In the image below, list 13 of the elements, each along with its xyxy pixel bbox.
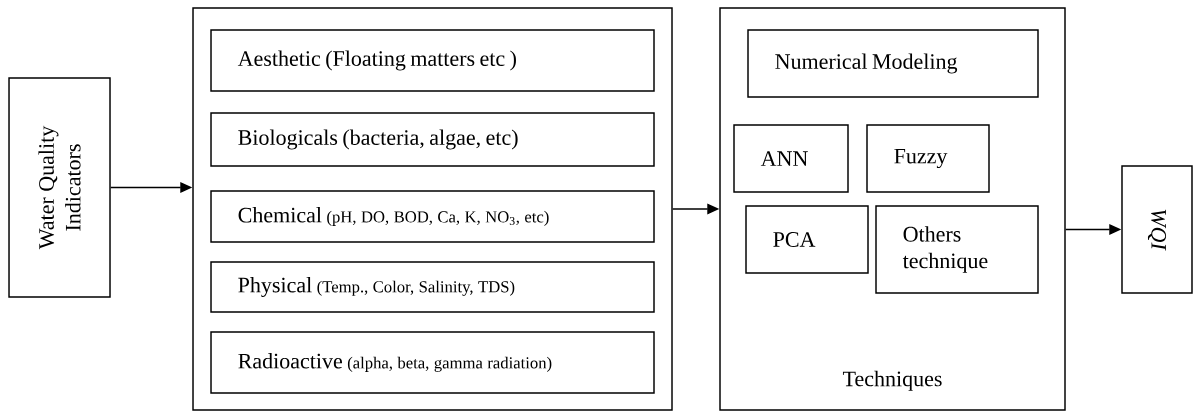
technique-box: Fuzzy (866, 124, 990, 193)
category-box: Biologicals (bacteria, algae, etc) (210, 112, 655, 167)
category-box: Physical (Temp., Color, Salinity, TDS) (210, 261, 655, 313)
category-box: Radioactive (alpha, beta, gamma radiation) (210, 331, 655, 394)
group-box (192, 7, 673, 411)
category-box: Chemical (pH, DO, BOD, Ca, K, NO$_{3}$, etc) (210, 190, 655, 243)
technique-box: Numerical Modeling (747, 29, 1039, 98)
technique-box: ANN (733, 124, 849, 193)
indicator-box: Water Quality Indicators (8, 77, 111, 298)
category-box: Aesthetic (Floating matters etc ) (210, 29, 655, 92)
output-box: WQI (1121, 165, 1193, 294)
technique-box: PCA (745, 205, 869, 274)
technique-box: Others technique (875, 205, 1039, 294)
